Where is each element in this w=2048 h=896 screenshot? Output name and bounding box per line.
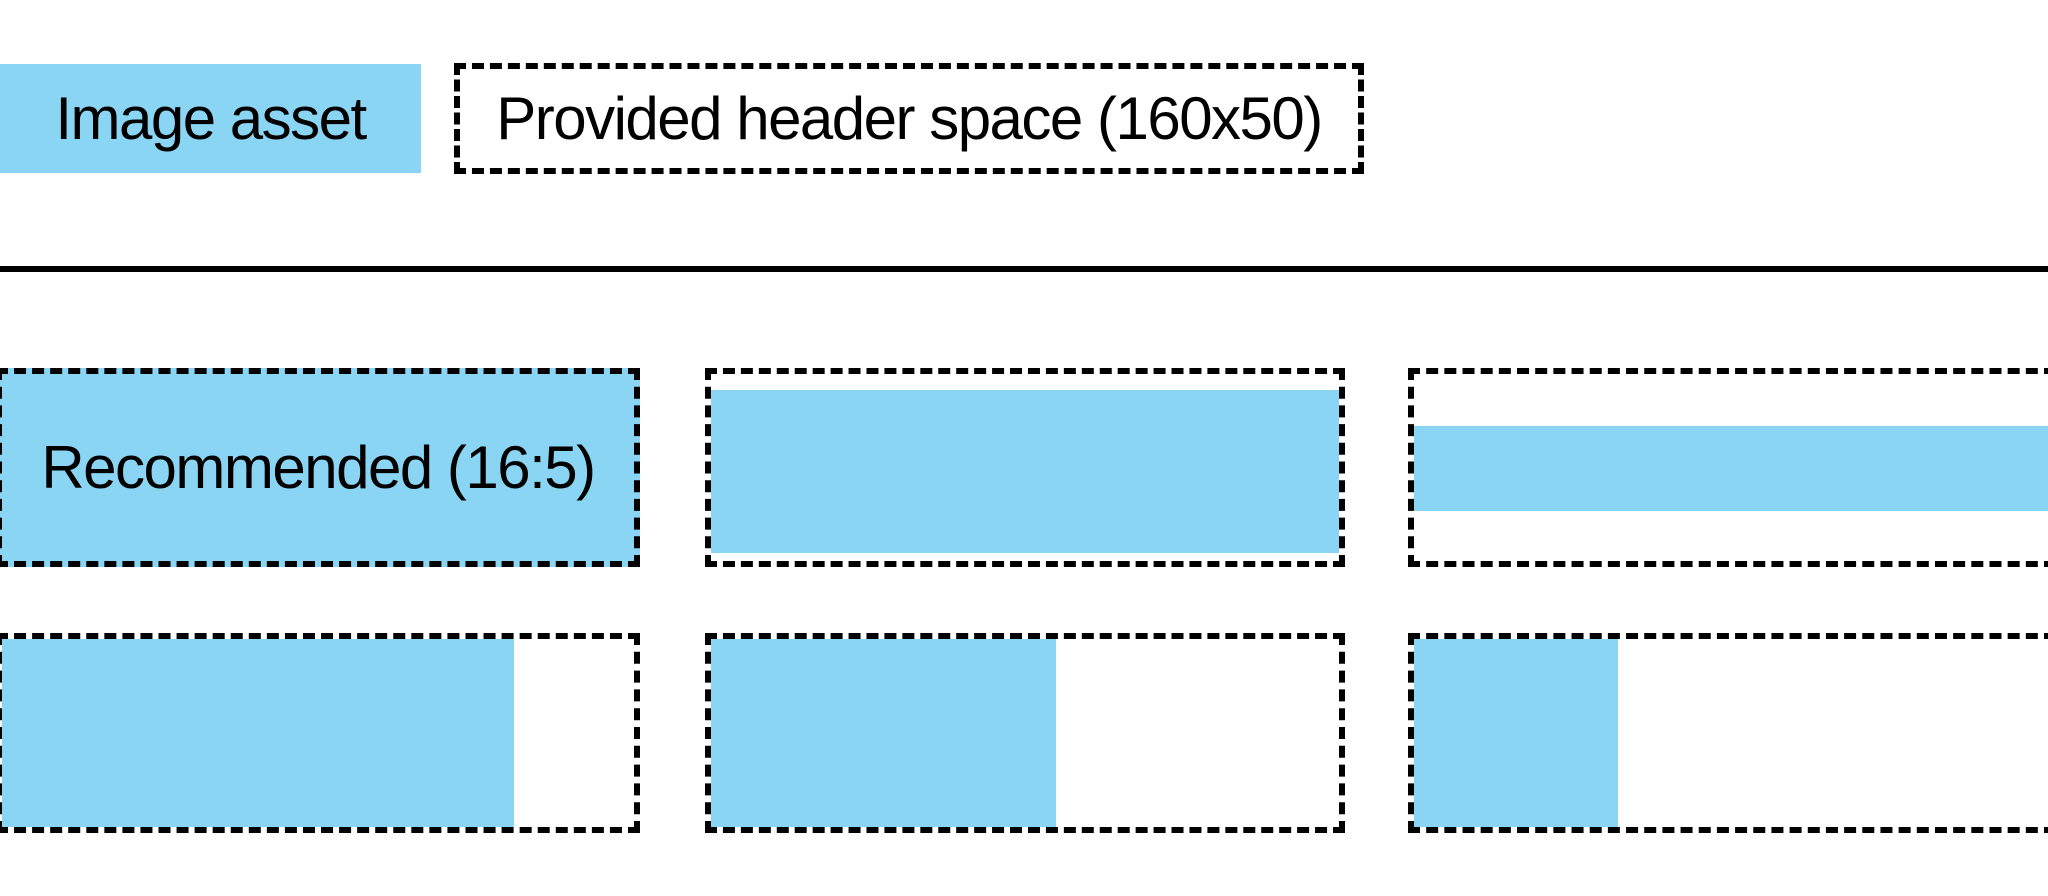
example-box-row1-col3 bbox=[1408, 368, 2048, 567]
image-asset-fill bbox=[711, 639, 1057, 827]
example-box-row2-col3 bbox=[1408, 633, 2048, 833]
legend-image-asset-label: Image asset bbox=[55, 84, 367, 152]
section-divider-line bbox=[0, 266, 2048, 272]
example-box-row2-col2 bbox=[705, 633, 1345, 833]
image-asset-fill bbox=[711, 389, 1339, 553]
legend-header-space-box: Provided header space (160x50) bbox=[454, 63, 1364, 174]
example-box-row1-col1: Recommended (16:5) bbox=[0, 368, 640, 567]
image-asset-fill bbox=[2, 639, 514, 827]
example-box-row1-col2 bbox=[705, 368, 1345, 567]
legend-image-asset-swatch: Image asset bbox=[0, 64, 421, 173]
example-box-row2-col1 bbox=[0, 633, 640, 833]
image-asset-fill bbox=[2, 374, 634, 561]
recommended-ratio-label: Recommended (16:5) bbox=[41, 433, 596, 501]
image-asset-fill bbox=[1414, 639, 1618, 827]
legend-header-space-label: Provided header space (160x50) bbox=[496, 84, 1323, 152]
image-asset-fill bbox=[1414, 426, 2048, 511]
